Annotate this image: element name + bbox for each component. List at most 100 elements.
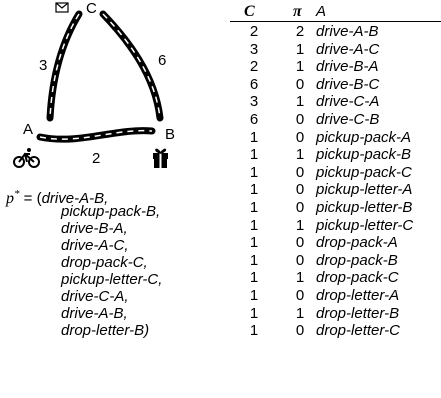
row-cost: 1 — [249, 322, 259, 340]
row-cost: 2 — [249, 58, 259, 76]
row-cost: 1 — [249, 251, 259, 269]
row-action: pickup-letter-A — [316, 181, 413, 199]
row-cost: 2 — [249, 23, 259, 40]
row-cost: 1 — [249, 234, 259, 252]
row-action: pickup-pack-B — [316, 146, 412, 164]
row-pi: 0 — [295, 287, 305, 304]
row-cost: 1 — [249, 199, 259, 216]
table-row: 1 0 drop-letter-C — [230, 322, 441, 339]
table-row: 1 1 pickup-pack-B — [230, 146, 441, 163]
row-pi: 1 — [295, 93, 305, 111]
header-pi: π — [293, 3, 302, 20]
row-pi: 0 — [295, 128, 305, 146]
row-pi: 0 — [295, 163, 305, 181]
plan-equals: = ( — [19, 190, 42, 207]
road-C-B — [99, 10, 164, 122]
row-action: drop-pack-B — [316, 251, 398, 269]
row-pi: 0 — [295, 199, 305, 216]
edge-label-A-C: 3 — [39, 57, 48, 74]
row-action: pickup-pack-A — [316, 128, 412, 146]
row-action: drop-letter-A — [316, 287, 400, 304]
row-pi: 0 — [295, 181, 305, 199]
table-row: 6 0 drive-C-B — [230, 111, 441, 128]
plan-step: drive-A-B, — [41, 190, 109, 207]
row-action: drive-B-C — [316, 75, 380, 93]
plan-step: pickup-pack-B, — [61, 203, 161, 220]
plan-star: * — [14, 188, 20, 200]
road-A-B — [36, 127, 156, 143]
row-pi: 0 — [295, 75, 305, 93]
row-cost: 1 — [249, 304, 259, 322]
node-label-B: B — [165, 126, 176, 143]
table-row: 6 0 drive-B-C — [230, 76, 441, 93]
plan-symbol: p — [6, 190, 14, 207]
row-pi: 1 — [295, 146, 305, 164]
road-A-B-dashes — [39, 129, 153, 140]
row-cost: 6 — [249, 111, 259, 128]
row-pi: 1 — [295, 58, 305, 76]
row-pi: 0 — [295, 322, 305, 340]
row-cost: 1 — [249, 287, 259, 304]
row-action: pickup-pack-C — [316, 163, 412, 181]
plan-step: drop-pack-C, — [61, 254, 148, 271]
table-row: 1 0 pickup-pack-A — [230, 129, 441, 146]
road-C-B-dashes — [102, 13, 161, 119]
gift-icon — [153, 148, 168, 168]
row-cost: 1 — [249, 181, 259, 199]
row-action: drop-letter-C — [316, 322, 400, 340]
node-label-A: A — [23, 121, 34, 138]
plan-step: drive-A-C, — [61, 237, 129, 254]
row-cost: 1 — [249, 269, 259, 287]
table-row: 3 1 drive-A-C — [230, 41, 441, 58]
edge-label-C-B: 6 — [158, 52, 167, 69]
table-row: 2 1 drive-B-A — [230, 58, 441, 75]
bicycle-icon — [13, 148, 40, 168]
road-A-C-dashes — [49, 13, 80, 119]
table-row: 1 0 pickup-letter-B — [230, 199, 441, 216]
plan-step: pickup-letter-C, — [61, 271, 163, 288]
row-action: drop-letter-B — [316, 304, 400, 322]
plan-step: drop-letter-B) — [61, 322, 150, 339]
row-action: drive-B-A — [316, 58, 379, 76]
row-action: drive-C-B — [316, 111, 380, 128]
plan-step: drive-A-B, — [61, 305, 128, 322]
envelope-icon — [55, 2, 69, 13]
row-pi: 1 — [295, 40, 305, 58]
table-row: 1 0 drop-pack-A — [230, 234, 441, 251]
row-pi: 0 — [295, 111, 305, 128]
row-pi: 0 — [295, 234, 305, 252]
table-row: 1 0 pickup-letter-A — [230, 181, 441, 198]
plan-first-line: p* = (drive-A-B, — [6, 186, 108, 207]
row-cost: 3 — [249, 40, 259, 58]
row-action: drive-A-B — [316, 23, 379, 40]
road-map: C A B 3 6 2 — [0, 0, 230, 180]
row-action: pickup-letter-B — [316, 199, 413, 216]
row-action: drive-C-A — [316, 93, 380, 111]
header-action: A — [316, 3, 327, 20]
header-cost: C — [244, 3, 255, 20]
row-cost: 1 — [249, 216, 259, 234]
table-row: 3 1 drive-C-A — [230, 93, 441, 110]
row-cost: 1 — [249, 128, 259, 146]
row-cost: 1 — [249, 146, 259, 164]
row-pi: 2 — [295, 23, 305, 40]
header-rule — [230, 21, 441, 22]
row-action: drive-A-C — [316, 40, 380, 58]
node-label-C: C — [86, 0, 97, 17]
table-row: 1 0 drop-letter-A — [230, 287, 441, 304]
table-row: 1 1 drop-letter-B — [230, 305, 441, 322]
plan-step: drive-B-A, — [61, 220, 128, 237]
row-cost: 6 — [249, 75, 259, 93]
table-row: 2 2 drive-A-B — [230, 23, 441, 40]
road-map-graphic — [13, 2, 168, 168]
row-pi: 1 — [295, 304, 305, 322]
row-action: drop-pack-A — [316, 234, 398, 252]
table-row: 1 1 drop-pack-C — [230, 269, 441, 286]
row-action: drop-pack-C — [316, 269, 399, 287]
row-cost: 3 — [249, 93, 259, 111]
row-pi: 1 — [295, 216, 305, 234]
row-pi: 1 — [295, 269, 305, 287]
road-A-C — [46, 10, 83, 122]
